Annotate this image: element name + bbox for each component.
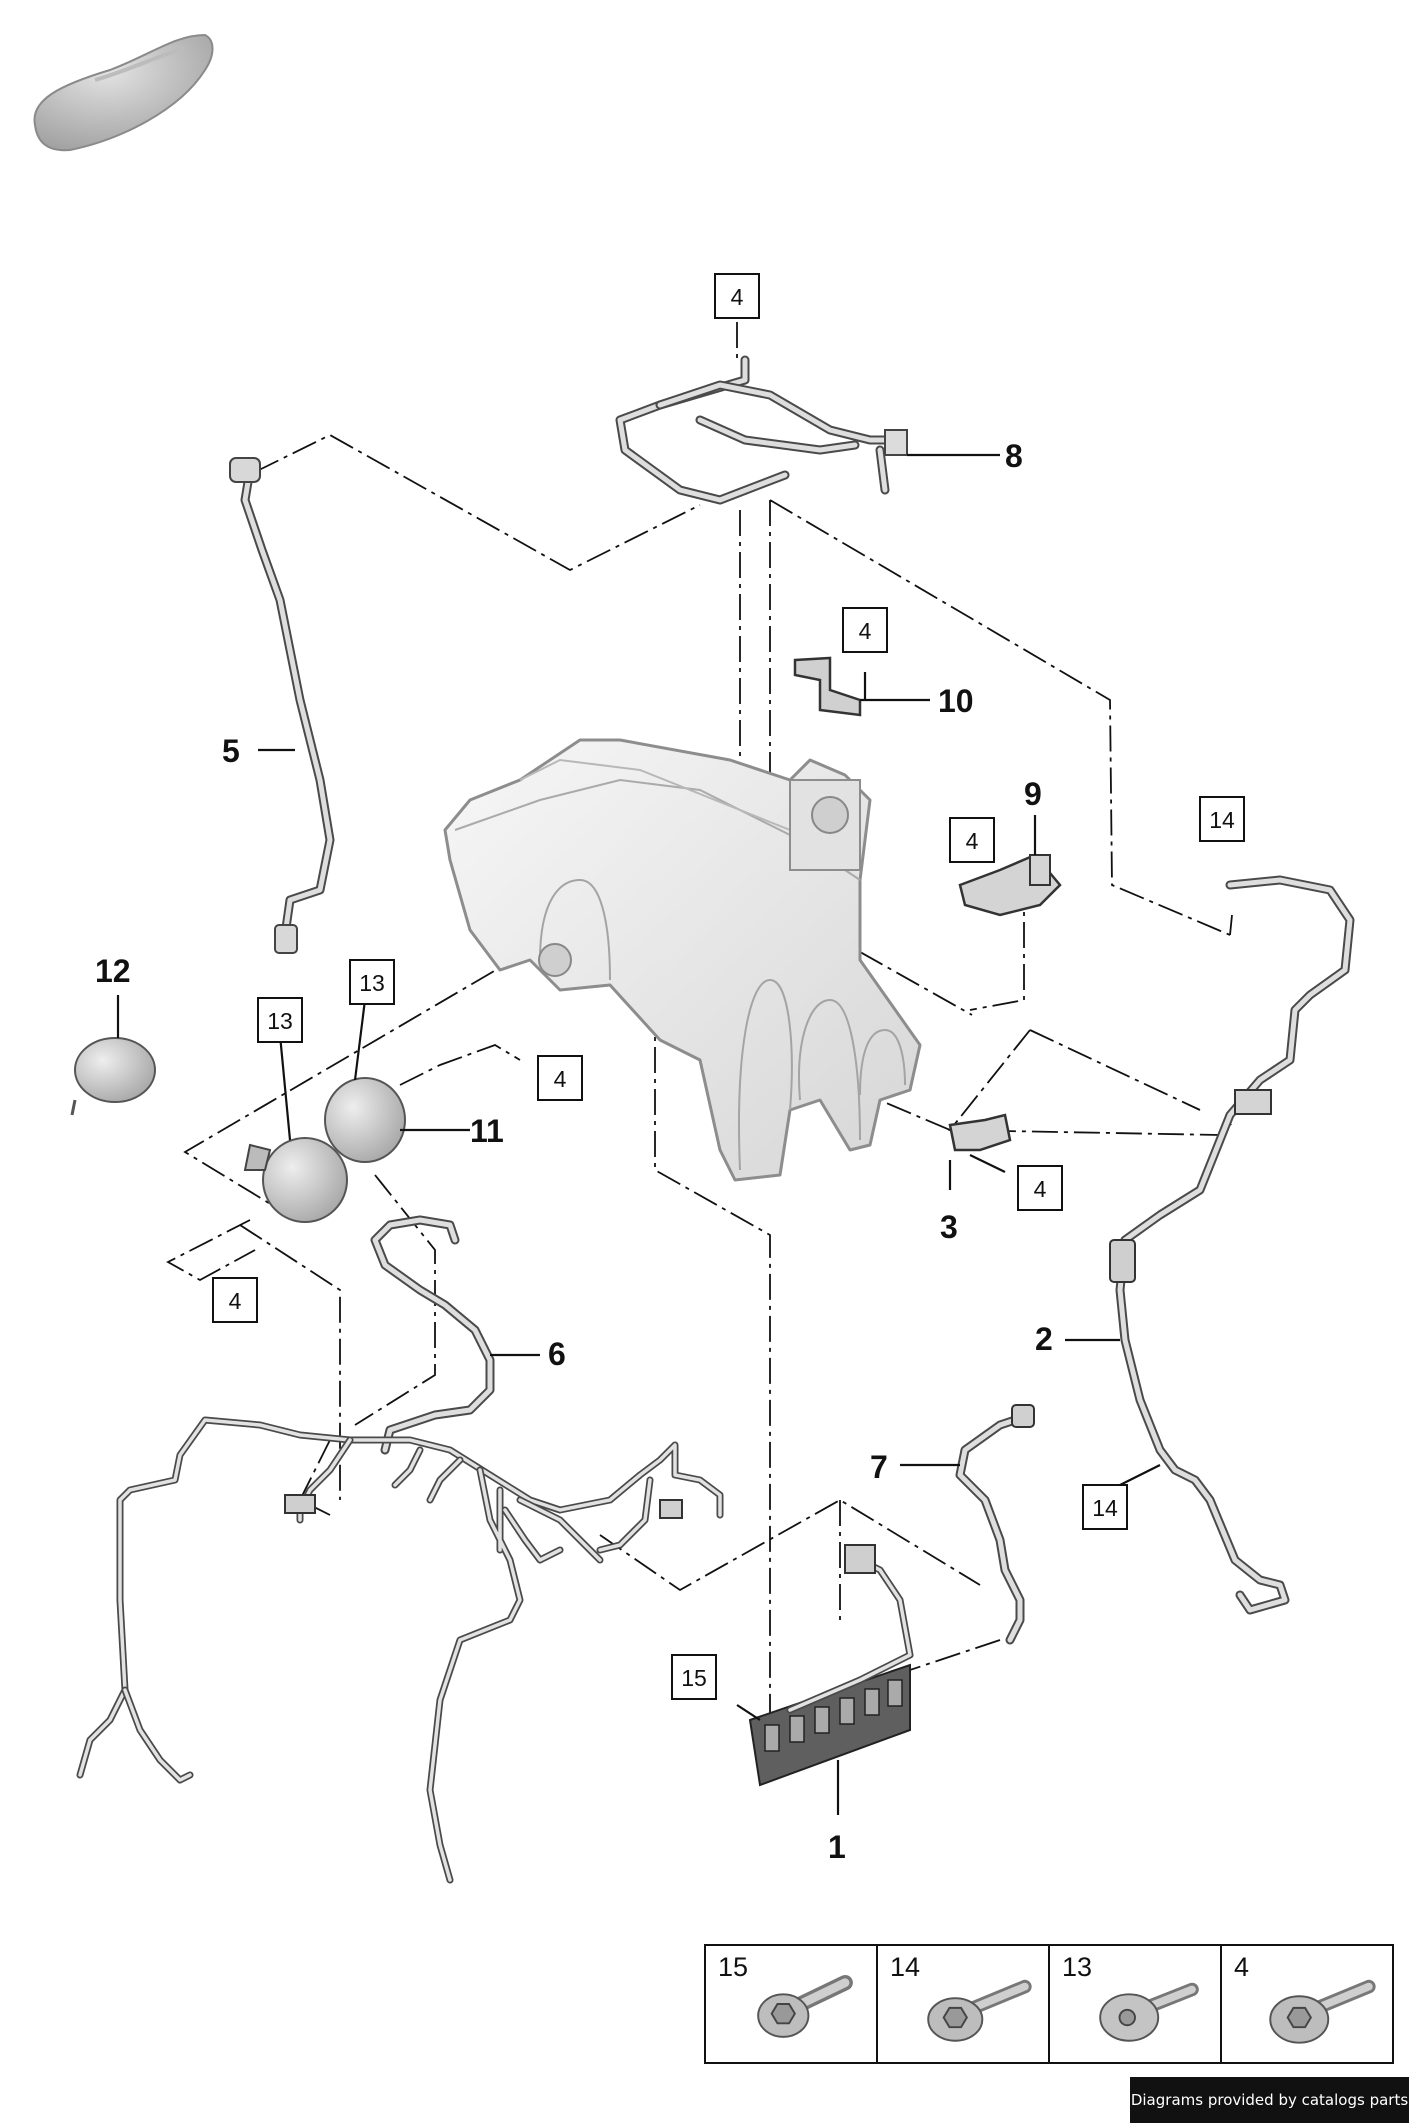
fastener-reference-table: 15 14 13 4 [704,1944,1394,2064]
coolant-hose-7 [955,1404,1035,1645]
callout-box: 4 [842,607,888,653]
fastener-cell-4: 4 [1222,1946,1392,2062]
part-number-12: 12 [95,953,131,989]
intake-manifold [443,738,922,1182]
callout-box: 13 [349,959,395,1005]
callout-box: 15 [671,1654,717,1700]
part-number-10: 10 [938,683,974,719]
callout-box: 13 [257,997,303,1043]
part-number-5: 5 [222,733,240,769]
fastener-label: 15 [718,1952,749,1982]
fastener-label: 14 [890,1952,921,1982]
bracket-9 [958,853,1062,917]
part-number-9: 9 [1024,776,1042,812]
part-number-7: 7 [870,1449,888,1485]
bracket-3 [948,1113,1012,1152]
torx-flange-bolt-icon [927,1979,1032,2042]
svg-text:4: 4 [966,828,979,854]
callout-box: 4 [537,1055,583,1101]
torx-flange-bolt-icon [757,1975,853,2038]
svg-text:4: 4 [1034,1176,1047,1202]
vehicle-thumbnail-icon [33,33,214,152]
part-number-1: 1 [828,1829,846,1865]
svg-text:14: 14 [1209,807,1235,833]
bracket-10 [793,656,862,717]
callout-box: 14 [1082,1484,1128,1530]
fastener-cell-15: 15 [706,1946,878,2062]
callout-box: 4 [714,273,760,319]
svg-text:4: 4 [859,618,872,644]
svg-text:13: 13 [359,970,385,996]
svg-text:14: 14 [1092,1495,1118,1521]
credit-banner: Diagrams provided by catalogs parts [1130,2077,1409,2123]
callout-box: 4 [1017,1165,1063,1211]
wiring-harness [76,1416,724,1884]
part-number-8: 8 [1005,438,1023,474]
part-number-3: 3 [940,1209,958,1245]
svg-text:4: 4 [554,1066,567,1092]
torx-flange-bolt-icon [1269,1979,1376,2044]
leader-lines [116,453,1161,1815]
coolant-hose-6 [370,1215,495,1455]
svg-text:13: 13 [267,1008,293,1034]
coolant-line-2 [1109,875,1355,1615]
callout-box: 14 [1199,796,1245,842]
svg-text:4: 4 [731,284,744,310]
callout-box: 4 [212,1277,258,1323]
intake-gasket-1 [748,1544,914,1787]
part-number-6: 6 [548,1336,566,1372]
fastener-label: 4 [1234,1952,1250,1982]
expansion-tank-12 [70,1037,156,1116]
hex-flange-bolt-icon [1099,1982,1199,2042]
expansion-tank-11 [243,1077,406,1223]
fastener-cell-13: 13 [1050,1946,1222,2062]
part-number-2: 2 [1035,1321,1053,1357]
part-number-11: 11 [470,1113,504,1149]
svg-text:4: 4 [229,1288,242,1314]
callout-box: 4 [949,817,995,863]
svg-text:15: 15 [681,1665,707,1691]
coolant-pipe-frame [615,355,908,505]
vent-hose [229,457,335,954]
fastener-label: 13 [1062,1952,1093,1982]
fastener-cell-14: 14 [878,1946,1050,2062]
